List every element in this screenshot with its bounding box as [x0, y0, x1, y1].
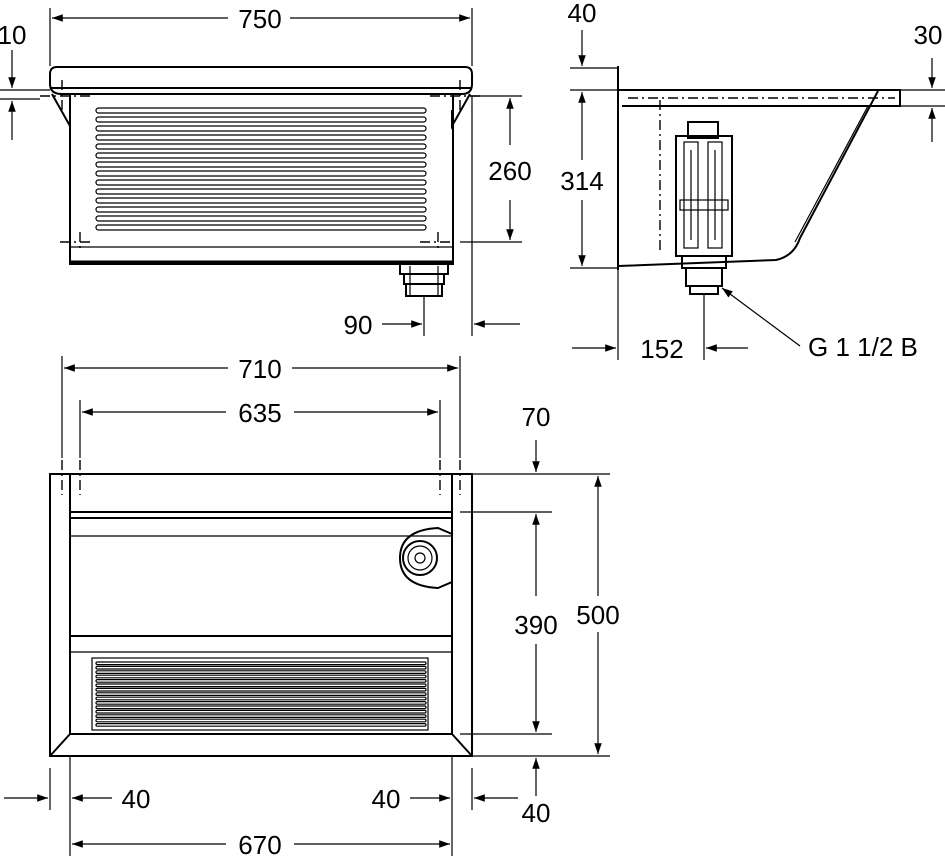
grille-slot	[95, 670, 427, 674]
dim-plan-depth-inner: 390	[514, 610, 557, 640]
grille-slot	[95, 188, 427, 195]
dim-plan-inner-width: 635	[238, 398, 281, 428]
dim-side-height: 314	[560, 166, 603, 196]
plan-grille	[95, 661, 427, 727]
grille-slot	[95, 709, 427, 714]
dim-plan-bottom-margin: 40	[522, 798, 551, 828]
grille-slot	[95, 170, 427, 177]
grille-slot	[95, 161, 427, 168]
front-grille	[95, 107, 427, 231]
grille-slot	[95, 700, 427, 705]
grille-slot	[95, 692, 427, 696]
dim-side-top-offset: 40	[568, 0, 597, 28]
dim-plan-side-right: 40	[372, 784, 401, 814]
grille-slot	[95, 134, 427, 141]
grille-slot	[95, 683, 427, 688]
dim-side-drain-offset: 152	[640, 334, 683, 364]
dim-front-drain-offset: 90	[344, 310, 373, 340]
grille-slot	[95, 687, 427, 692]
grille-slot	[95, 224, 427, 231]
dim-plan-top-margin: 70	[522, 402, 551, 432]
grille-slot	[95, 696, 427, 701]
dim-front-top-thickness: 10	[0, 20, 26, 50]
dim-front-height: 260	[488, 156, 531, 186]
side-valve	[675, 121, 733, 295]
dim-plan-outer-width: 710	[238, 354, 281, 384]
grille-slot	[95, 674, 427, 679]
label-drain-thread: G 1 1/2 B	[808, 332, 918, 362]
grille-slot	[95, 116, 427, 123]
grille-slot	[95, 714, 427, 718]
grille-slot	[95, 143, 427, 150]
grille-slot	[95, 678, 427, 683]
grille-slot	[95, 107, 427, 114]
dim-plan-bottom-width: 670	[238, 830, 281, 860]
front-drain	[399, 263, 449, 297]
grille-slot	[95, 718, 427, 723]
grille-slot	[95, 152, 427, 159]
grille-slot	[95, 665, 427, 670]
grille-slot	[95, 215, 427, 222]
grille-slot	[95, 197, 427, 204]
grille-slot	[95, 705, 427, 710]
front-view: 750 10	[0, 4, 532, 340]
grille-slot	[95, 661, 427, 666]
plan-drain	[398, 526, 453, 590]
grille-slot	[95, 722, 427, 727]
side-view: 40 314 30 152 G 1 1/2 B	[560, 0, 945, 364]
plan-view: 710 635 70 390 500 40 40 4	[4, 354, 620, 860]
grille-slot	[95, 179, 427, 186]
dim-plan-side-left: 40	[122, 784, 151, 814]
grille-slot	[95, 206, 427, 213]
dim-plan-depth-total: 500	[576, 600, 619, 630]
grille-slot	[95, 125, 427, 132]
dim-side-rim-thickness: 30	[914, 20, 943, 50]
dim-front-width: 750	[238, 4, 281, 34]
